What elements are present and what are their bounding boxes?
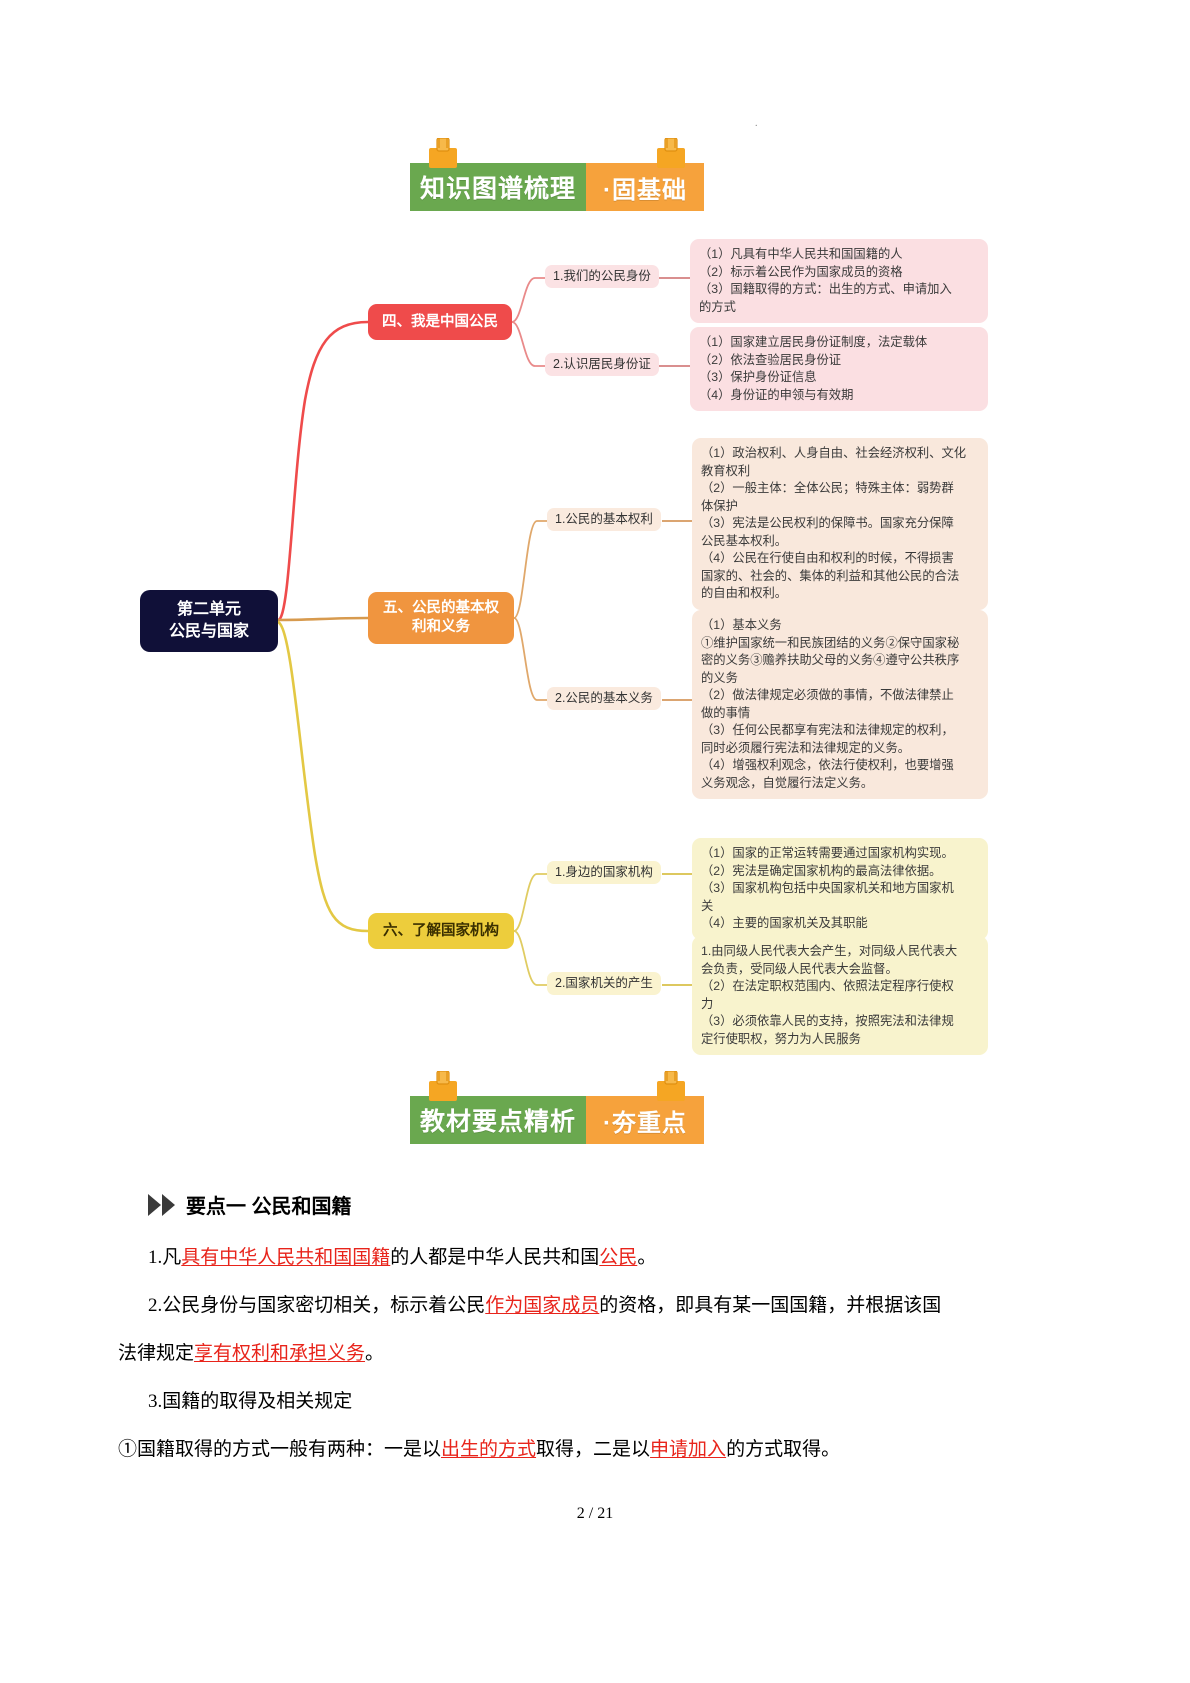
branch-node-2-line2: 利和义务 <box>412 619 470 635</box>
para-2-line1-seg-2: 的资格，即具有某一国国籍，并根据该国 <box>599 1295 942 1316</box>
mindmap: 第二单元 公民与国家 四、我是中国公民 1.我们的公民身份 2.认识居民身份证 … <box>140 239 988 1055</box>
section-heading-text: 要点一 公民和国籍 <box>186 1196 352 1218</box>
para-4: ①国籍取得的方式一般有两种：一是以出生的方式取得，二是以申请加入的方式取得。 <box>118 1435 840 1465</box>
stray-mark: . <box>755 118 758 129</box>
para-2-line2-seg-0: 法律规定 <box>118 1343 195 1364</box>
paperclip-icon-right <box>654 137 688 168</box>
branch-node-2[interactable]: 五、公民的基本权 利和义务 <box>368 592 514 644</box>
paperclip-icon-2-right <box>654 1070 688 1101</box>
para-1-seg-1: 具有中华人民共和国国籍 <box>181 1247 391 1268</box>
leaf-2-1: （1）政治权利、人身自由、社会经济权利、文化 教育权利 （2）一般主体：全体公民… <box>692 438 988 610</box>
leaf-1-1: （1）凡具有中华人民共和国国籍的人 （2）标示着公民作为国家成员的资格 （3）国… <box>690 239 988 323</box>
para-2-line1-seg-1: 作为国家成员 <box>485 1295 600 1316</box>
banner2-title: 教材要点精析 <box>419 1108 576 1136</box>
para-2-line2: 法律规定享有权利和承担义务。 <box>118 1339 384 1369</box>
subnode-2-1[interactable]: 1.公民的基本权利 <box>547 508 661 531</box>
section-heading: 要点一 公民和国籍 <box>148 1190 352 1219</box>
textbook-points-banner: 教材要点精析 ·夯重点 <box>410 1070 704 1144</box>
root-line-1: 第二单元 <box>176 601 241 618</box>
branch-node-2-line1: 五、公民的基本权 <box>383 600 499 616</box>
para-2-line2-seg-1: 享有权利和承担义务 <box>194 1343 366 1364</box>
banner-green-section: 知识图谱梳理 <box>410 163 586 211</box>
para-1-seg-3: 公民 <box>599 1247 638 1268</box>
leaf-2-2: （1）基本义务 ①维护国家统一和民族团结的义务②保守国家秘 密的义务③赡养扶助父… <box>692 610 988 799</box>
banner2-green-section: 教材要点精析 <box>410 1096 586 1144</box>
knowledge-map-banner: 知识图谱梳理 ·固基础 <box>410 137 704 211</box>
para-3: 3.国籍的取得及相关规定 <box>148 1387 352 1417</box>
page-number: 2 / 21 <box>576 1505 614 1522</box>
para-4-seg-4: 的方式取得。 <box>726 1439 841 1460</box>
mindmap-connectors <box>277 277 692 986</box>
para-4-seg-0: ①国籍取得的方式一般有两种：一是以 <box>118 1439 442 1460</box>
double-arrow-icon <box>148 1193 180 1217</box>
paperclip-icon <box>426 137 460 168</box>
para-2-line1: 2.公民身份与国家密切相关，标示着公民作为国家成员的资格，即具有某一国国籍，并根… <box>148 1291 941 1321</box>
para-1-seg-0: 1.凡 <box>148 1247 182 1268</box>
root-line-2: 公民与国家 <box>168 623 249 640</box>
para-2-line1-seg-0: 2.公民身份与国家密切相关，标示着公民 <box>148 1295 486 1316</box>
subnode-3-1[interactable]: 1.身边的国家机构 <box>547 861 661 884</box>
leaf-3-1: （1）国家的正常运转需要通过国家机构实现。 （2）宪法是确定国家机构的最高法律依… <box>692 838 988 940</box>
banner2-subtitle: ·夯重点 <box>603 1109 687 1137</box>
paperclip-icon-2 <box>426 1070 460 1101</box>
subnode-1-2[interactable]: 2.认识居民身份证 <box>545 353 659 376</box>
para-1-seg-2: 的人都是中华人民共和国 <box>390 1247 600 1268</box>
para-1: 1.凡具有中华人民共和国国籍的人都是中华人民共和国公民。 <box>148 1243 656 1273</box>
para-4-seg-3: 申请加入 <box>650 1439 727 1460</box>
para-2-line2-seg-2: 。 <box>365 1343 385 1364</box>
banner2-orange-section: ·夯重点 <box>586 1096 704 1144</box>
subnode-1-1[interactable]: 1.我们的公民身份 <box>545 265 659 288</box>
leaf-3-2: 1.由同级人民代表大会产生，对同级人民代表大 会负责，受同级人民代表大会监督。 … <box>692 936 988 1055</box>
leaf-1-2: （1）国家建立居民身份证制度，法定载体 （2）依法查验居民身份证 （3）保护身份… <box>690 327 988 411</box>
para-1-seg-4: 。 <box>637 1247 657 1268</box>
branch-node-1[interactable]: 四、我是中国公民 <box>368 304 512 340</box>
para-4-seg-2: 取得，二是以 <box>536 1439 651 1460</box>
banner-subtitle: ·固基础 <box>603 176 687 204</box>
para-4-seg-1: 出生的方式 <box>441 1439 537 1460</box>
subnode-2-2[interactable]: 2.公民的基本义务 <box>547 687 661 710</box>
mindmap-root-node[interactable]: 第二单元 公民与国家 <box>140 590 278 652</box>
branch-node-3[interactable]: 六、了解国家机构 <box>368 913 514 949</box>
para-3-seg-0: 3.国籍的取得及相关规定 <box>148 1391 353 1412</box>
banner-title: 知识图谱梳理 <box>419 175 576 203</box>
subnode-3-2[interactable]: 2.国家机关的产生 <box>547 972 661 995</box>
banner-orange-section: ·固基础 <box>586 163 704 211</box>
